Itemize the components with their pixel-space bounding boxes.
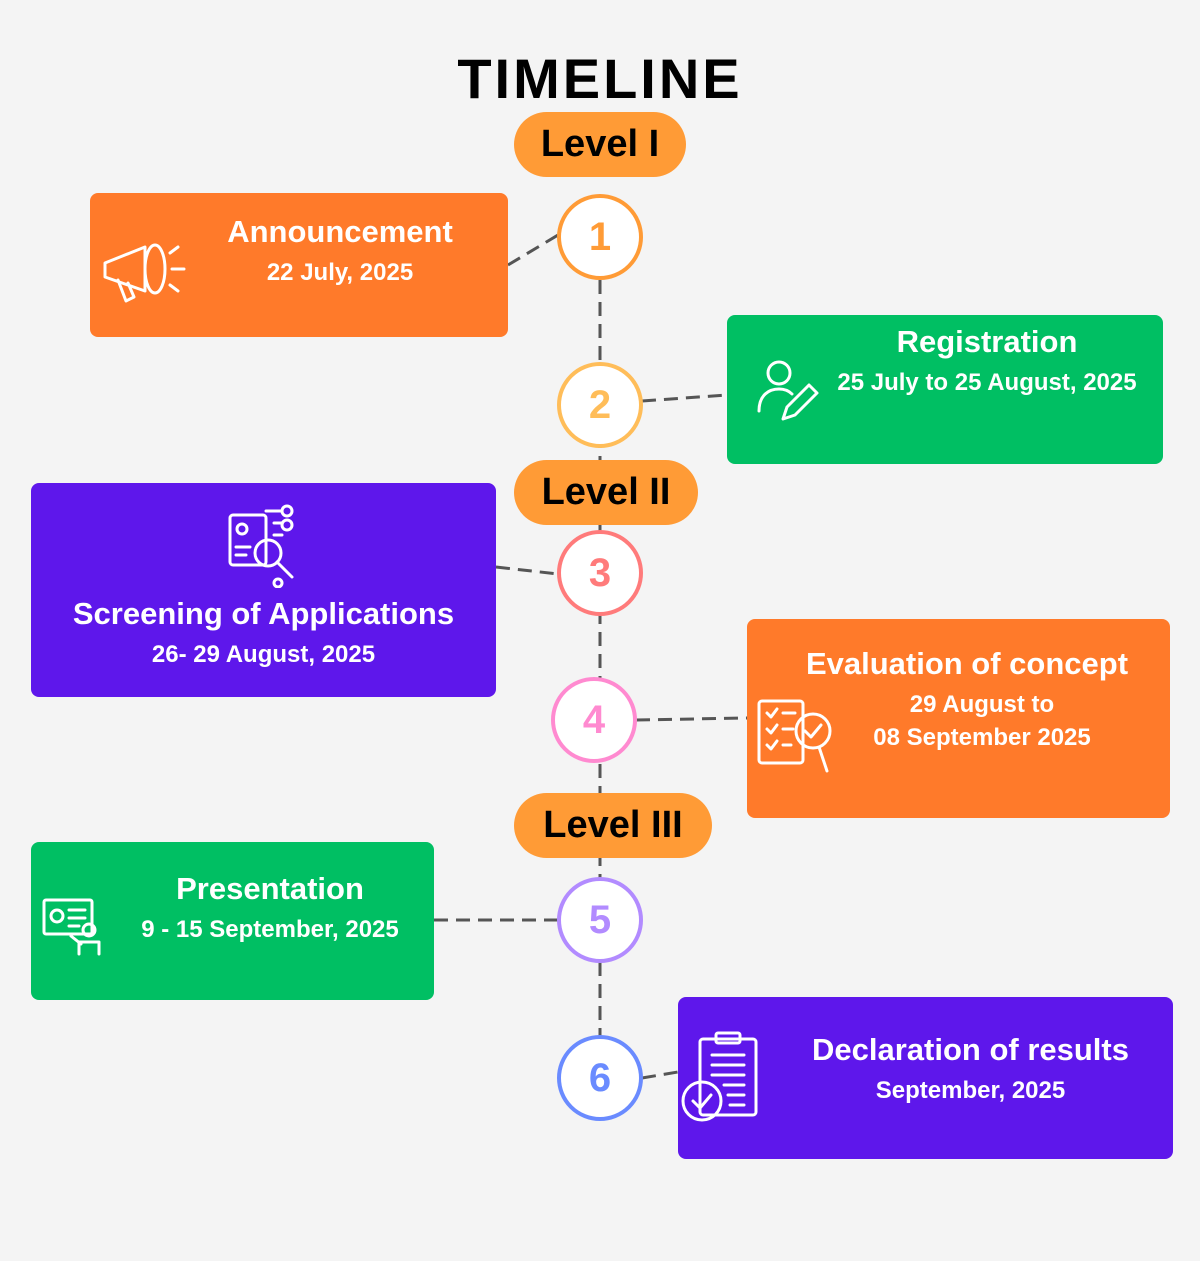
declaration-title: Declaration of results — [812, 1032, 1129, 1067]
page-title: TIMELINE — [457, 47, 743, 110]
evaluation-date-line1: 29 August to — [909, 690, 1055, 718]
screening-text: Screening of Applications 26- 29 August,… — [31, 595, 496, 671]
evaluation-title: Evaluation of concept — [805, 646, 1129, 681]
declaration-card: Declaration of results September, 2025 — [678, 997, 1173, 1159]
screening-title: Screening of Applications — [72, 596, 455, 631]
registration-text: Registration 25 July to 25 August, 2025 — [837, 323, 1137, 399]
level-1-badge: Level I — [514, 112, 686, 177]
presentation-title: Presentation — [176, 871, 364, 906]
evaluation-card: Evaluation of concept 29 August to 08 Se… — [747, 619, 1170, 818]
announcement-date: 22 July, 2025 — [266, 258, 414, 286]
evaluation-text: Evaluation of concept 29 August to 08 Se… — [767, 645, 1167, 755]
step-1-circle: 1 — [557, 194, 643, 280]
announcement-text: Announcement 22 July, 2025 — [190, 213, 490, 289]
checklist-review-icon — [757, 699, 832, 773]
presentation-text: Presentation 9 - 15 September, 2025 — [111, 870, 429, 946]
announcement-title: Announcement — [227, 214, 453, 249]
megaphone-icon — [103, 243, 186, 303]
registration-date: 25 July to 25 August, 2025 — [837, 368, 1137, 396]
declaration-text: Declaration of results September, 2025 — [773, 1031, 1168, 1107]
registration-card: Registration 25 July to 25 August, 2025 — [727, 315, 1163, 464]
announcement-card: Announcement 22 July, 2025 — [90, 193, 508, 337]
presentation-icon — [42, 898, 101, 956]
declaration-date: September, 2025 — [875, 1076, 1066, 1104]
evaluation-date-line2: 08 September 2025 — [873, 724, 1091, 752]
screening-card: Screening of Applications 26- 29 August,… — [31, 483, 496, 697]
user-edit-icon — [757, 360, 819, 421]
registration-title: Registration — [896, 324, 1078, 359]
application-search-icon — [228, 504, 294, 588]
level-3-badge: Level III — [514, 793, 712, 858]
step-3-circle: 3 — [557, 530, 643, 616]
screening-date: 26- 29 August, 2025 — [151, 640, 376, 668]
presentation-date: 9 - 15 September, 2025 — [141, 915, 399, 943]
presentation-card: Presentation 9 - 15 September, 2025 — [31, 842, 434, 1000]
step-5-circle: 5 — [557, 877, 643, 963]
level-2-badge: Level II — [514, 460, 698, 525]
step-2-circle: 2 — [557, 362, 643, 448]
step-6-circle: 6 — [557, 1035, 643, 1121]
clipboard-check-icon — [681, 1031, 758, 1122]
step-4-circle: 4 — [551, 677, 637, 763]
